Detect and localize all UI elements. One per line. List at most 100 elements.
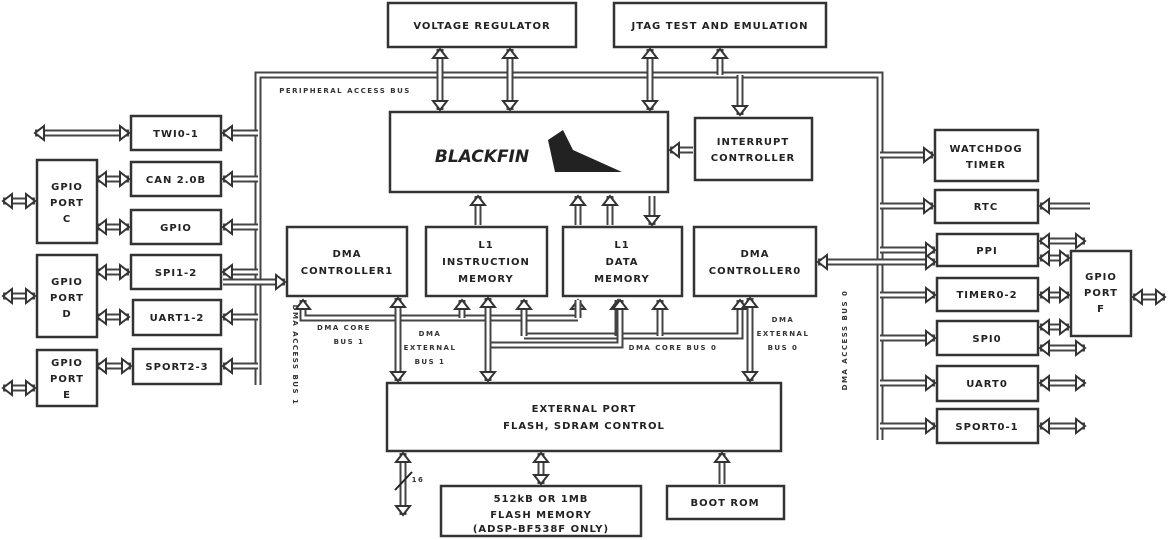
arrow-head-icon xyxy=(1038,285,1050,305)
arrow-head-icon xyxy=(1038,373,1050,393)
label-text: PORT xyxy=(50,374,84,385)
arrow-head-icon xyxy=(640,100,660,112)
arrow-head-icon xyxy=(221,217,233,237)
arrow-head-icon xyxy=(668,140,680,160)
arrow-head-icon xyxy=(816,252,828,272)
label-text: CONTROLLER xyxy=(711,153,796,164)
label-text: SPORT0-1 xyxy=(955,422,1018,433)
arrow-head-icon xyxy=(600,194,620,206)
arrow-head-icon xyxy=(275,272,287,292)
arrow-head-icon xyxy=(430,47,450,59)
arrow-head-icon xyxy=(1,286,13,306)
label-text: FLASH MEMORY xyxy=(490,510,592,521)
arrow-head-icon xyxy=(119,262,131,282)
arrow-head-icon xyxy=(1059,285,1071,305)
sport01-block: SPORT0-1 xyxy=(935,407,1040,445)
uart0-block: UART0 xyxy=(935,364,1040,403)
label-text: DMA xyxy=(333,249,362,260)
label-text: VOLTAGE REGULATOR xyxy=(413,21,550,32)
arrow-head-icon xyxy=(388,371,408,383)
arrow-head-icon xyxy=(1155,287,1167,307)
label-text: INSTRUCTION xyxy=(442,257,530,268)
arrow-head-icon xyxy=(1,378,13,398)
label-text: GPIO xyxy=(51,182,83,193)
label-text: E xyxy=(63,390,71,401)
spi12-block: SPI1-2 xyxy=(129,253,223,291)
label-text: TIMER xyxy=(966,160,1006,171)
arrow-head-icon xyxy=(388,296,408,308)
arrow-head-icon xyxy=(221,262,233,282)
label-text: JTAG TEST AND EMULATION xyxy=(631,21,809,32)
bus-width-slash xyxy=(394,471,413,491)
arrow-head-icon xyxy=(221,356,233,376)
spi0-block: SPI0 xyxy=(935,319,1040,357)
arrow-head-icon xyxy=(1075,231,1087,251)
arrow-head-icon xyxy=(712,451,732,463)
arrow-head-icon xyxy=(121,356,133,376)
label-text: EXTERNAL xyxy=(757,330,810,338)
label-text: GPIO xyxy=(51,277,83,288)
sport23-block: SPORT2-3 xyxy=(131,347,223,386)
arrow-head-icon xyxy=(478,371,498,383)
arrow-head-icon xyxy=(640,47,660,59)
label-text: L1 xyxy=(478,240,493,251)
dma-external-bus-1-label: DMA xyxy=(419,330,442,338)
rtc-block: RTC xyxy=(933,188,1040,225)
label-text: BUS 0 xyxy=(768,344,799,352)
label-text: CAN 2.0B xyxy=(146,175,206,186)
arrow-head-icon xyxy=(1038,338,1050,358)
dma-external-bus-0-label: DMA xyxy=(772,316,795,324)
label-text: MEMORY xyxy=(594,274,650,285)
dma-controller1-block: DMA CONTROLLER1 xyxy=(285,225,409,298)
label-text: 512kB OR 1MB xyxy=(494,494,589,505)
arrow-head-icon xyxy=(1038,416,1050,436)
label-text: F xyxy=(1097,304,1105,315)
arrow-head-icon xyxy=(730,105,750,117)
arrow-head-icon xyxy=(95,169,107,189)
arrow-head-icon xyxy=(923,145,935,165)
label-text: (ADSP-BF538F ONLY) xyxy=(473,524,609,535)
label-text: EXTERNAL PORT xyxy=(532,404,637,415)
bus-line xyxy=(299,300,578,322)
arrow-head-icon xyxy=(1,191,13,211)
label-text: L1 xyxy=(614,240,629,251)
label-text: CONTROLLER1 xyxy=(301,266,393,277)
arrow-head-icon xyxy=(25,378,37,398)
label-text: BUS 1 xyxy=(334,338,365,346)
label-text: D xyxy=(62,309,71,320)
arrow-head-icon xyxy=(925,373,937,393)
label-text: BOOT ROM xyxy=(690,498,759,509)
arrow-head-icon xyxy=(568,194,588,206)
label-text: SPORT2-3 xyxy=(145,362,208,373)
arrow-head-icon xyxy=(430,100,450,112)
voltage-regulator-block: VOLTAGE REGULATOR xyxy=(386,1,578,49)
twi-block: TWI0-1 xyxy=(129,114,223,152)
arrow-head-icon xyxy=(1075,373,1087,393)
arrow-head-icon xyxy=(33,123,45,143)
bus-lines xyxy=(1,47,1167,517)
label-text: DATA xyxy=(605,257,638,268)
arrow-head-icon xyxy=(650,298,670,310)
arrow-head-icon xyxy=(95,217,107,237)
bus-width-label: 16 xyxy=(412,476,425,484)
label-text: GPIO xyxy=(1085,272,1117,283)
arrow-head-icon xyxy=(1075,338,1087,358)
arrow-head-icon xyxy=(531,451,551,463)
arrow-head-icon xyxy=(500,47,520,59)
arrow-head-icon xyxy=(119,123,131,143)
ppi-block: PPI xyxy=(935,232,1040,268)
dma-core-bus-1-label: DMA CORE xyxy=(317,324,371,332)
can-block: CAN 2.0B xyxy=(129,160,223,198)
arrow-head-icon xyxy=(95,262,107,282)
arrow-head-icon xyxy=(221,123,233,143)
label-text: MEMORY xyxy=(458,274,514,285)
label-text: RTC xyxy=(974,202,998,213)
